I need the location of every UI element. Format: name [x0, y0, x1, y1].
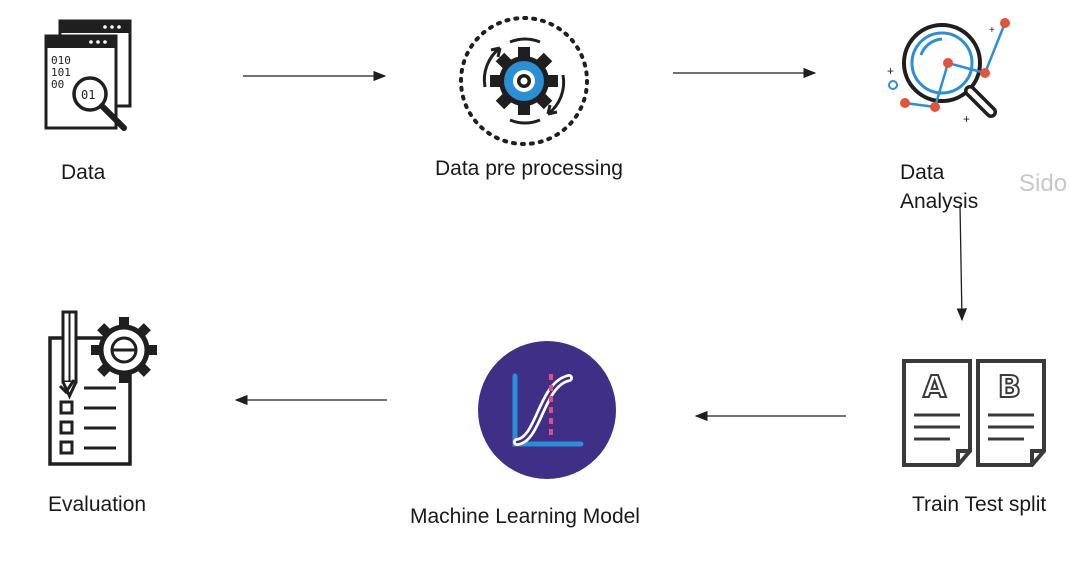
ml-curve-icon [478, 341, 616, 479]
svg-text:101: 101 [51, 66, 71, 79]
svg-text:+: + [989, 25, 995, 36]
svg-text:A: A [923, 370, 947, 405]
svg-text:+: + [887, 64, 894, 78]
step-label-split: Train Test split [912, 493, 1047, 516]
checklist-gear-icon [48, 310, 157, 466]
svg-text:+: + [963, 112, 970, 126]
svg-text:010: 010 [51, 54, 71, 67]
step-label-analysis-line2: Analysis [900, 190, 979, 213]
data-search-icon: 010 101 00 01 [44, 19, 132, 131]
step-label-model: Machine Learning Model [410, 505, 640, 528]
svg-text:00: 00 [51, 78, 64, 91]
step-label-data: Data [61, 161, 106, 184]
step-label-preprocessing: Data pre processing [435, 157, 623, 180]
ab-documents-icon: A B [902, 359, 1046, 467]
step-label-analysis-line1: Data [900, 161, 945, 184]
svg-text:B: B [998, 370, 1021, 405]
step-label-evaluation: Evaluation [48, 493, 147, 516]
watermark-text: Sido [1019, 170, 1068, 197]
svg-text:01: 01 [81, 88, 95, 102]
magnifier-chart-icon: + + + [887, 18, 1010, 126]
gear-cycle-icon [459, 16, 589, 146]
arrow-analysis-to-split [956, 204, 967, 322]
